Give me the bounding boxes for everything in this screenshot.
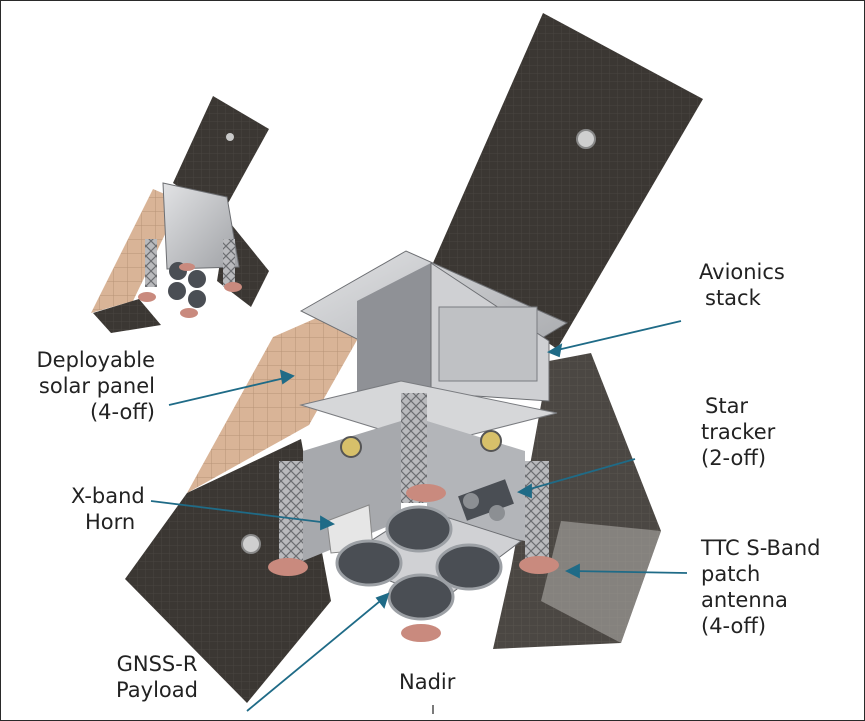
- label-gnss-r-payload: GNSS-R Payload: [97, 651, 217, 703]
- small-satellite-view: [91, 96, 269, 333]
- label-line: GNSS-R: [116, 652, 198, 676]
- label-nadir: Nadir: [399, 670, 456, 694]
- gnss-r-antenna-array: [335, 505, 503, 621]
- label-line: patch: [701, 562, 761, 586]
- leader-solar-panel: [168, 376, 290, 406]
- small-solar-panel-top: [173, 96, 269, 216]
- label-avionics-stack: Avionics stack: [699, 259, 785, 311]
- patch-antenna: [519, 556, 559, 574]
- sun-sensor: [576, 129, 596, 149]
- label-x-band-horn: X-band Horn: [71, 483, 145, 535]
- label-line: Avionics: [699, 260, 785, 284]
- label-line: Deployable: [36, 348, 155, 372]
- label-line: (4-off): [89, 400, 155, 424]
- leader-avionics: [552, 320, 682, 352]
- small-solar-panel-left: [91, 189, 181, 313]
- label-line: Horn: [85, 510, 136, 534]
- label-line: X-band: [71, 484, 145, 508]
- patch-antenna: [268, 558, 308, 576]
- patch-antenna: [401, 624, 441, 642]
- truss-leg: [279, 461, 303, 569]
- bus-front-upper: [357, 263, 431, 421]
- label-line: (4-off): [701, 614, 767, 638]
- label-line: Star: [705, 394, 749, 418]
- label-line: tracker: [701, 420, 776, 444]
- deployable-solar-panel: [187, 287, 387, 493]
- label-ttc-s-band-patch-antenna: TTC S-Band patch antenna (4-off): [701, 535, 820, 639]
- patch-antenna: [406, 484, 446, 502]
- label-line: Payload: [116, 678, 198, 702]
- label-line: stack: [705, 286, 761, 310]
- small-bus-body: [162, 182, 240, 270]
- leader-ttc: [570, 570, 688, 574]
- label-deployable-solar-panel: Deployable solar panel (4-off): [5, 347, 155, 425]
- star-tracker: [340, 436, 362, 458]
- solar-panel-top: [433, 13, 703, 349]
- label-line: solar panel: [38, 374, 155, 398]
- leader-star-tracker: [522, 458, 636, 492]
- leader-gnss: [246, 596, 386, 712]
- leader-xband: [150, 500, 330, 524]
- truss-leg: [525, 461, 549, 561]
- label-star-tracker: Star tracker (2-off): [701, 393, 775, 471]
- label-line: TTC S-Band: [701, 536, 821, 560]
- leader-lines: [150, 320, 688, 714]
- label-line: (2-off): [701, 446, 767, 470]
- star-tracker: [480, 430, 502, 452]
- label-line: antenna: [701, 588, 788, 612]
